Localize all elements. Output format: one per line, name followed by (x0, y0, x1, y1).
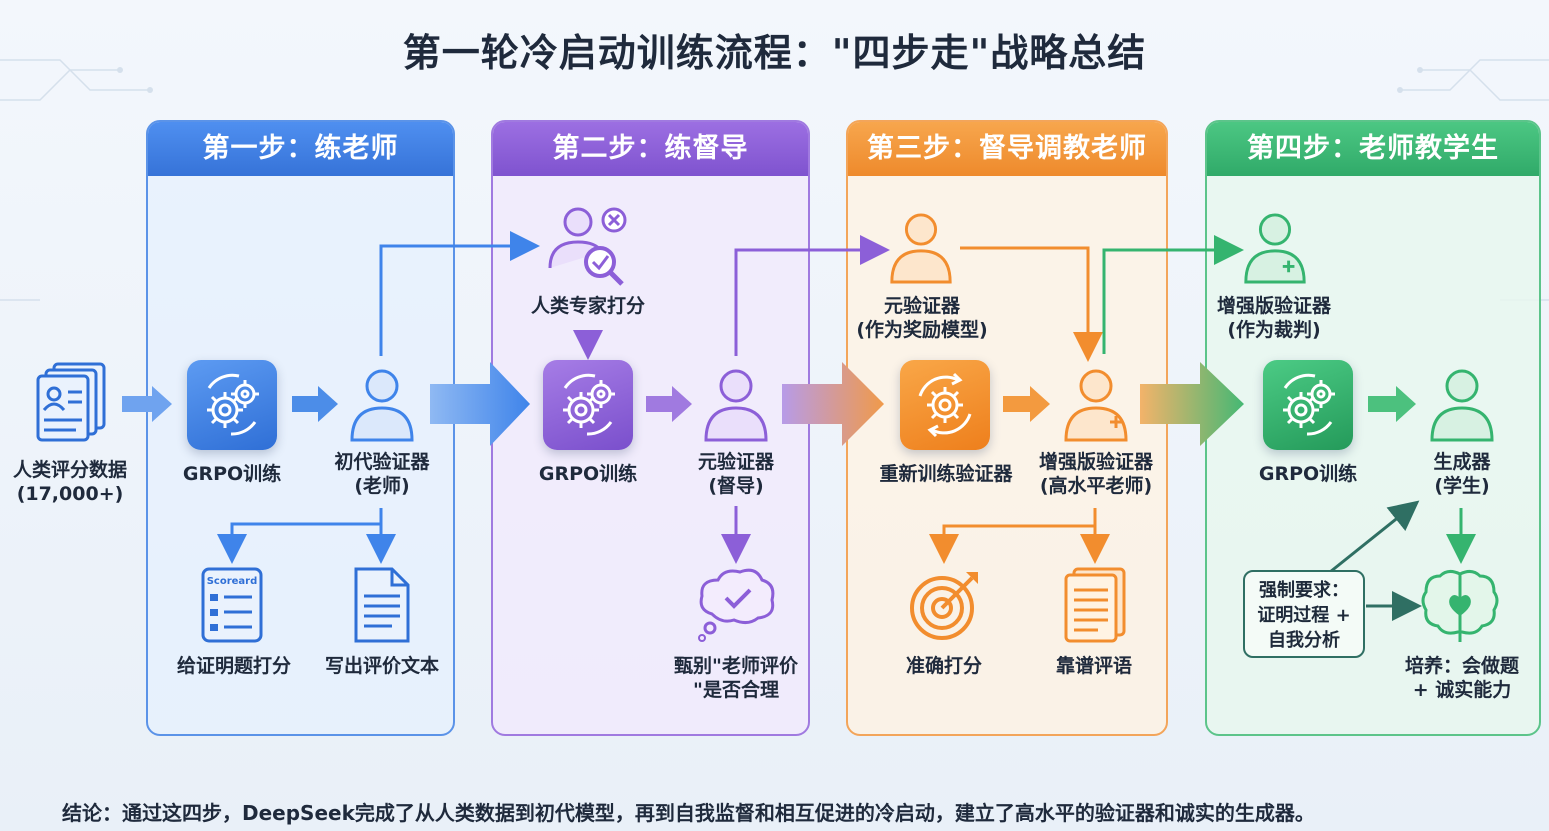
person-icon (700, 364, 772, 444)
input-data-label: 人类评分数据 (17,000+) (12, 459, 127, 505)
person-icon (1426, 364, 1498, 444)
grpo-label-4: GRPO训练 (1258, 463, 1358, 485)
page-title: 第一轮冷启动训练流程："四步走"战略总结 (402, 31, 1147, 75)
document-stack-icon (32, 360, 112, 446)
document-icon (352, 566, 412, 644)
brain-heart-icon (1418, 566, 1502, 644)
svg-text:Scoreard: Scoreard (207, 576, 258, 587)
cycle-gear-icon (900, 360, 990, 450)
meta-output-label: 甄别"老师评价 "是否合理 (674, 655, 798, 701)
initial-verifier-label: 初代验证器 (老师) (334, 451, 430, 497)
meta-verifier-label: 元验证器 (督导) (697, 451, 774, 497)
person-plus-icon (1240, 208, 1310, 286)
step-3-header: 第三步：督导调教老师 (848, 122, 1166, 176)
person-icon (886, 208, 956, 286)
enhanced-verifier-label: 增强版验证器 (高水平老师) (1038, 451, 1153, 497)
judge-verifier-label: 增强版验证器 (作为裁判) (1216, 295, 1331, 341)
output-accurate-label: 准确打分 (905, 655, 982, 677)
conclusion-text: 结论：通过这四步，DeepSeek完成了从人类数据到初代模型，再到自我监督和相互… (62, 801, 1315, 825)
person-plus-icon (1060, 364, 1132, 444)
grpo-label-2: GRPO训练 (538, 463, 638, 485)
retrain-label: 重新训练验证器 (879, 463, 1013, 485)
step-4-header: 第四步：老师教学生 (1207, 122, 1539, 176)
requirement-box: 强制要求： 证明过程 + 自我分析 (1243, 570, 1365, 658)
document-pages-icon (1062, 566, 1128, 644)
person-icon (346, 364, 418, 444)
gear-icon (1263, 360, 1353, 450)
step-1-header: 第一步：练老师 (148, 122, 453, 176)
thought-check-icon (696, 566, 778, 644)
target-icon (906, 566, 984, 644)
step-2-header: 第二步：练督导 (493, 122, 808, 176)
meta-reward-label: 元验证器 (作为奖励模型) (856, 295, 988, 341)
expert-label: 人类专家打分 (530, 295, 645, 317)
output-score-label: 给证明题打分 (176, 655, 291, 677)
expert-review-icon (544, 204, 634, 288)
generator-label: 生成器 (学生) (1433, 451, 1491, 497)
gear-icon (543, 360, 633, 450)
scorecard-icon: Scoreard (200, 566, 264, 644)
grpo-label-1: GRPO训练 (182, 463, 282, 485)
output-text-label: 写出评价文本 (324, 655, 439, 677)
result-label: 培养：会做题 + 诚实能力 (1404, 655, 1519, 701)
output-comment-label: 靠谱评语 (1055, 655, 1132, 677)
gear-icon (187, 360, 277, 450)
